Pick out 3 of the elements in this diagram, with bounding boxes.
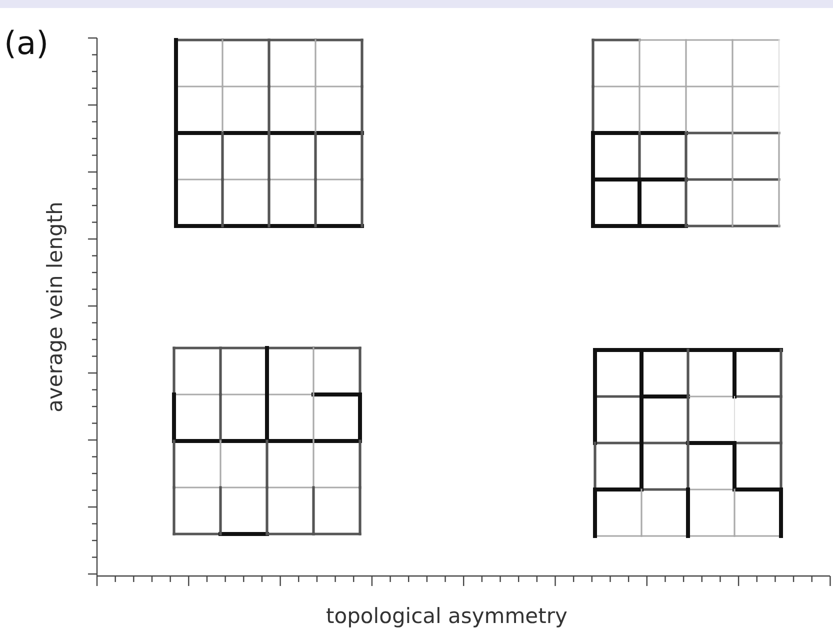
panel-label: (a) [4,24,49,62]
axis-title: average vein length [43,200,67,414]
axis-title: topological asymmetry [326,604,568,628]
